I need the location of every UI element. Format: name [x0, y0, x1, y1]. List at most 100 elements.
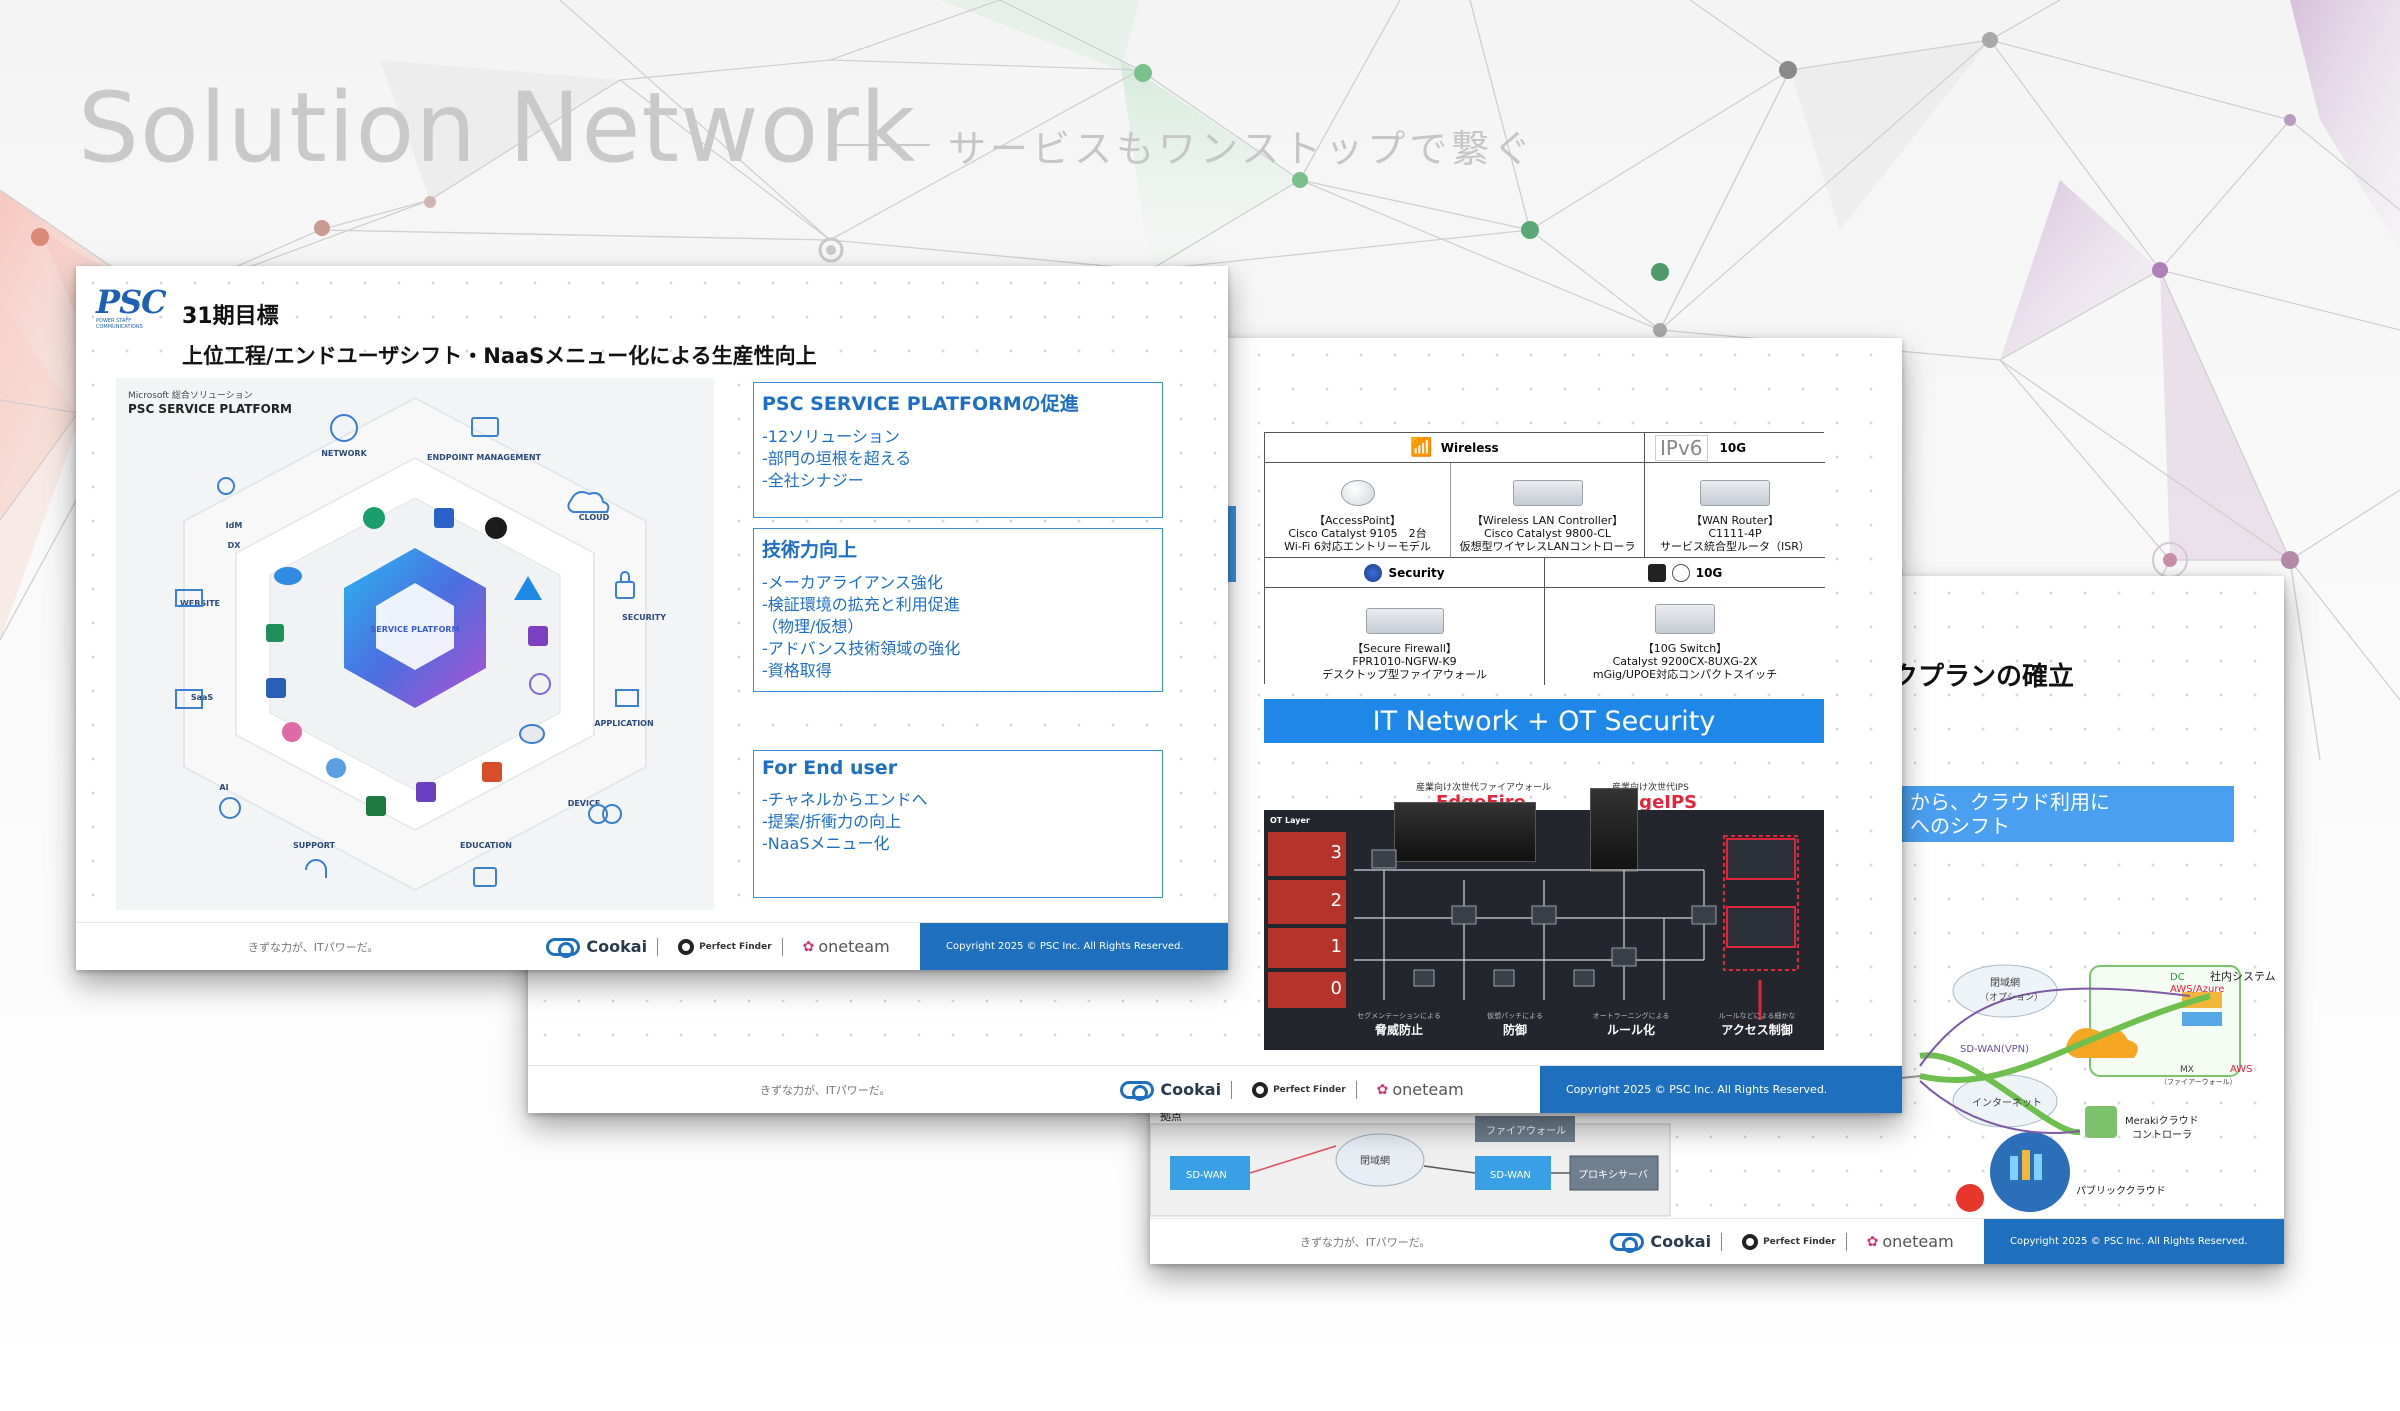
- firewall-icon: [1365, 608, 1444, 634]
- slide3-banner-line: から、クラウド利用に: [1910, 790, 2110, 814]
- device-line: Cisco Catalyst 9105 2台: [1288, 527, 1427, 540]
- security-label: Security: [1388, 565, 1445, 580]
- slide3-public-cloud-label: パブリッククラウド: [2076, 1184, 2166, 1197]
- title-divider: [830, 144, 930, 146]
- category-endpoint: ENDPOINT MANAGEMENT: [427, 453, 542, 462]
- slide-thumbnail-1[interactable]: PSC POWER STAFF COMMUNICATIONS 31期目標 上位工…: [76, 266, 1228, 970]
- footer-tagline: きずな力が、ITパワーだ。: [1300, 1235, 1431, 1249]
- ipv6-label: IPv6: [1655, 434, 1708, 461]
- footer-copyright: Copyright 2025 © PSC Inc. All Rights Res…: [1540, 1066, 1902, 1113]
- goal-item: -部門の垣根を超える: [762, 449, 912, 468]
- perfect-finder-logo: Perfect Finder: [678, 938, 772, 955]
- oneteam-text: oneteam: [818, 937, 890, 956]
- oneteam-logo: ✿oneteam: [1867, 1232, 1954, 1251]
- psc-logo-sub: POWER STAFF COMMUNICATIONS: [96, 318, 143, 330]
- goal-box-title: PSC SERVICE PLATFORMの促進: [762, 393, 1079, 415]
- slide1-footer: きずな力が、ITパワーだ。 Cookai Perfect Finder ✿one…: [76, 922, 1228, 970]
- goal-box-items: -12ソリューション -部門の垣根を超える -全社シナジー: [754, 416, 1162, 492]
- perfect-finder-text: Perfect Finder: [1763, 1236, 1836, 1247]
- slide2-footer: きずな力が、ITパワーだ。 Cookai Perfect Finder ✿one…: [528, 1065, 1902, 1113]
- slide3-title-fragment: クプランの確立: [1892, 662, 2075, 692]
- cookai-text: Cookai: [586, 937, 648, 956]
- ipv6-header: IPv6 10G: [1645, 433, 1825, 463]
- platform-graphic: SERVICE PLATFORM NETWORK ENDPOINT MANAGE…: [175, 396, 666, 892]
- slide3-sdwan2-label: SD-WAN: [1490, 1170, 1531, 1181]
- ot-caption-4: ルールなどによる細かなアクセス制御: [1718, 1012, 1796, 1037]
- slide3-banner-line: へのシフト: [1910, 814, 2010, 838]
- oneteam-icon: ✿: [802, 938, 815, 955]
- ot-level-1: 1: [1268, 928, 1346, 968]
- ot-level-3: 3: [1268, 832, 1346, 876]
- slide3-fw-label: ファイアウォール: [1486, 1125, 1566, 1137]
- tenG-label-2: 10G: [1695, 565, 1723, 580]
- slide3-internal-system-label: 社内システム: [2210, 969, 2276, 983]
- ot-wiring: [1354, 835, 1799, 1020]
- category-application: APPLICATION: [594, 719, 653, 728]
- ipv6-text: IPv6: [1660, 435, 1703, 460]
- footer-separator: [1721, 1232, 1723, 1251]
- goal-item: （物理/仮想）: [762, 617, 864, 636]
- category-ai: AI: [219, 783, 228, 792]
- category-security: SECURITY: [622, 613, 666, 622]
- perfect-finder-icon: [1742, 1233, 1759, 1250]
- device-line: Cisco Catalyst 9800-CL: [1483, 527, 1612, 540]
- service-platform-diagram: SERVICE PLATFORM NETWORK ENDPOINT MANAGE…: [116, 378, 714, 910]
- goal-box-platform: PSC SERVICE PLATFORMの促進 -12ソリューション -部門の垣…: [753, 382, 1163, 518]
- footer-copyright: Copyright 2025 © PSC Inc. All Rights Res…: [1984, 1219, 2284, 1264]
- equipment-table: 📶 Wireless IPv6 10G 【AccessPoint】 Cisco …: [1264, 432, 1825, 685]
- footer-tagline: きずな力が、ITパワーだ。: [248, 940, 379, 954]
- wlc-icon: [1512, 480, 1583, 506]
- slide3-meraki-label: Merakiクラウド: [2125, 1115, 2199, 1127]
- perfect-finder-icon: [1252, 1081, 1269, 1098]
- access-point-icon: [1340, 480, 1375, 506]
- slide3-internet-label: インターネット: [1972, 1097, 2042, 1109]
- cookai-icon: [546, 937, 581, 958]
- slide3-aws-azure-label: AWS/Azure: [2170, 984, 2224, 995]
- platform-label: PSC SERVICE PLATFORM: [128, 402, 292, 416]
- edgeips-device-image: [1590, 788, 1638, 872]
- slide3-banner: から、クラウド利用に へのシフト: [1898, 786, 2234, 842]
- tenG-label: 10G: [1719, 440, 1747, 455]
- category-support: SUPPORT: [293, 841, 336, 850]
- slide3-aws-label: AWS: [2230, 1064, 2253, 1075]
- edgeips-caption: 産業向け次世代IPS: [1612, 783, 1689, 793]
- footer-separator: [1845, 1232, 1847, 1251]
- switch-icon: [1647, 563, 1666, 582]
- oneteam-logo: ✿oneteam: [1377, 1080, 1464, 1099]
- category-cloud: CLOUD: [579, 513, 610, 522]
- device-wan-router: 【WAN Router】 C1111-4P サービス統合型ルータ（ISR）: [1645, 463, 1825, 558]
- oneteam-text: oneteam: [1882, 1232, 1954, 1251]
- wireless-label: Wireless: [1440, 440, 1499, 455]
- cookai-logo: Cookai: [1610, 1232, 1711, 1253]
- edgefire-device-image: [1394, 802, 1536, 862]
- wifi-icon: 📶: [1410, 437, 1433, 458]
- slide3-proxy-label: プロキシサーバ: [1578, 1169, 1648, 1181]
- oneteam-icon: ✿: [1866, 1233, 1879, 1250]
- oneteam-logo: ✿oneteam: [803, 937, 890, 956]
- slide1-heading: 上位工程/エンドユーザシフト・NaaSメニュー化による生産性向上: [182, 344, 817, 368]
- slide3-footer: きずな力が、ITパワーだ。 Cookai Perfect Finder ✿one…: [1150, 1218, 2284, 1264]
- device-line: C1111-4P: [1708, 527, 1762, 540]
- perfect-finder-logo: Perfect Finder: [1742, 1233, 1836, 1250]
- page-subtitle: サービスもワンストップで繋ぐ: [948, 127, 1536, 171]
- device-line: 【10G Switch】: [1642, 642, 1728, 655]
- goal-box-tech: 技術力向上 -メーカアライアンス強化 -検証環境の拡充と利用促進 （物理/仮想）…: [753, 528, 1163, 692]
- ot-alert-box: [1726, 838, 1796, 880]
- category-education: EDUCATION: [460, 841, 512, 850]
- cookai-icon: [1120, 1080, 1155, 1101]
- device-10g-switch: 【10G Switch】 Catalyst 9200CX-8UXG-2X mGi…: [1545, 588, 1825, 685]
- goal-item: -12ソリューション: [762, 427, 900, 446]
- goal-item: -チャネルからエンドへ: [762, 790, 928, 809]
- psc-logo-text: PSC: [96, 283, 167, 321]
- perfect-finder-icon: [678, 938, 695, 955]
- security-icon: [1364, 563, 1383, 582]
- outer-icons: [175, 414, 639, 887]
- cookai-icon: [1610, 1232, 1645, 1253]
- slide2-accent-bar: [1228, 506, 1236, 582]
- slide3-closed-net-label: 閉域網: [1990, 976, 2020, 989]
- ot-layer-label: OT Layer: [1270, 816, 1310, 825]
- device-line: 【AccessPoint】: [1314, 514, 1401, 527]
- device-line: mGig/UPOE対応コンパクトスイッチ: [1592, 668, 1778, 681]
- slide3-sdwan-label: SD-WAN: [1186, 1170, 1227, 1181]
- device-line: FPR1010-NGFW-K9: [1352, 655, 1457, 668]
